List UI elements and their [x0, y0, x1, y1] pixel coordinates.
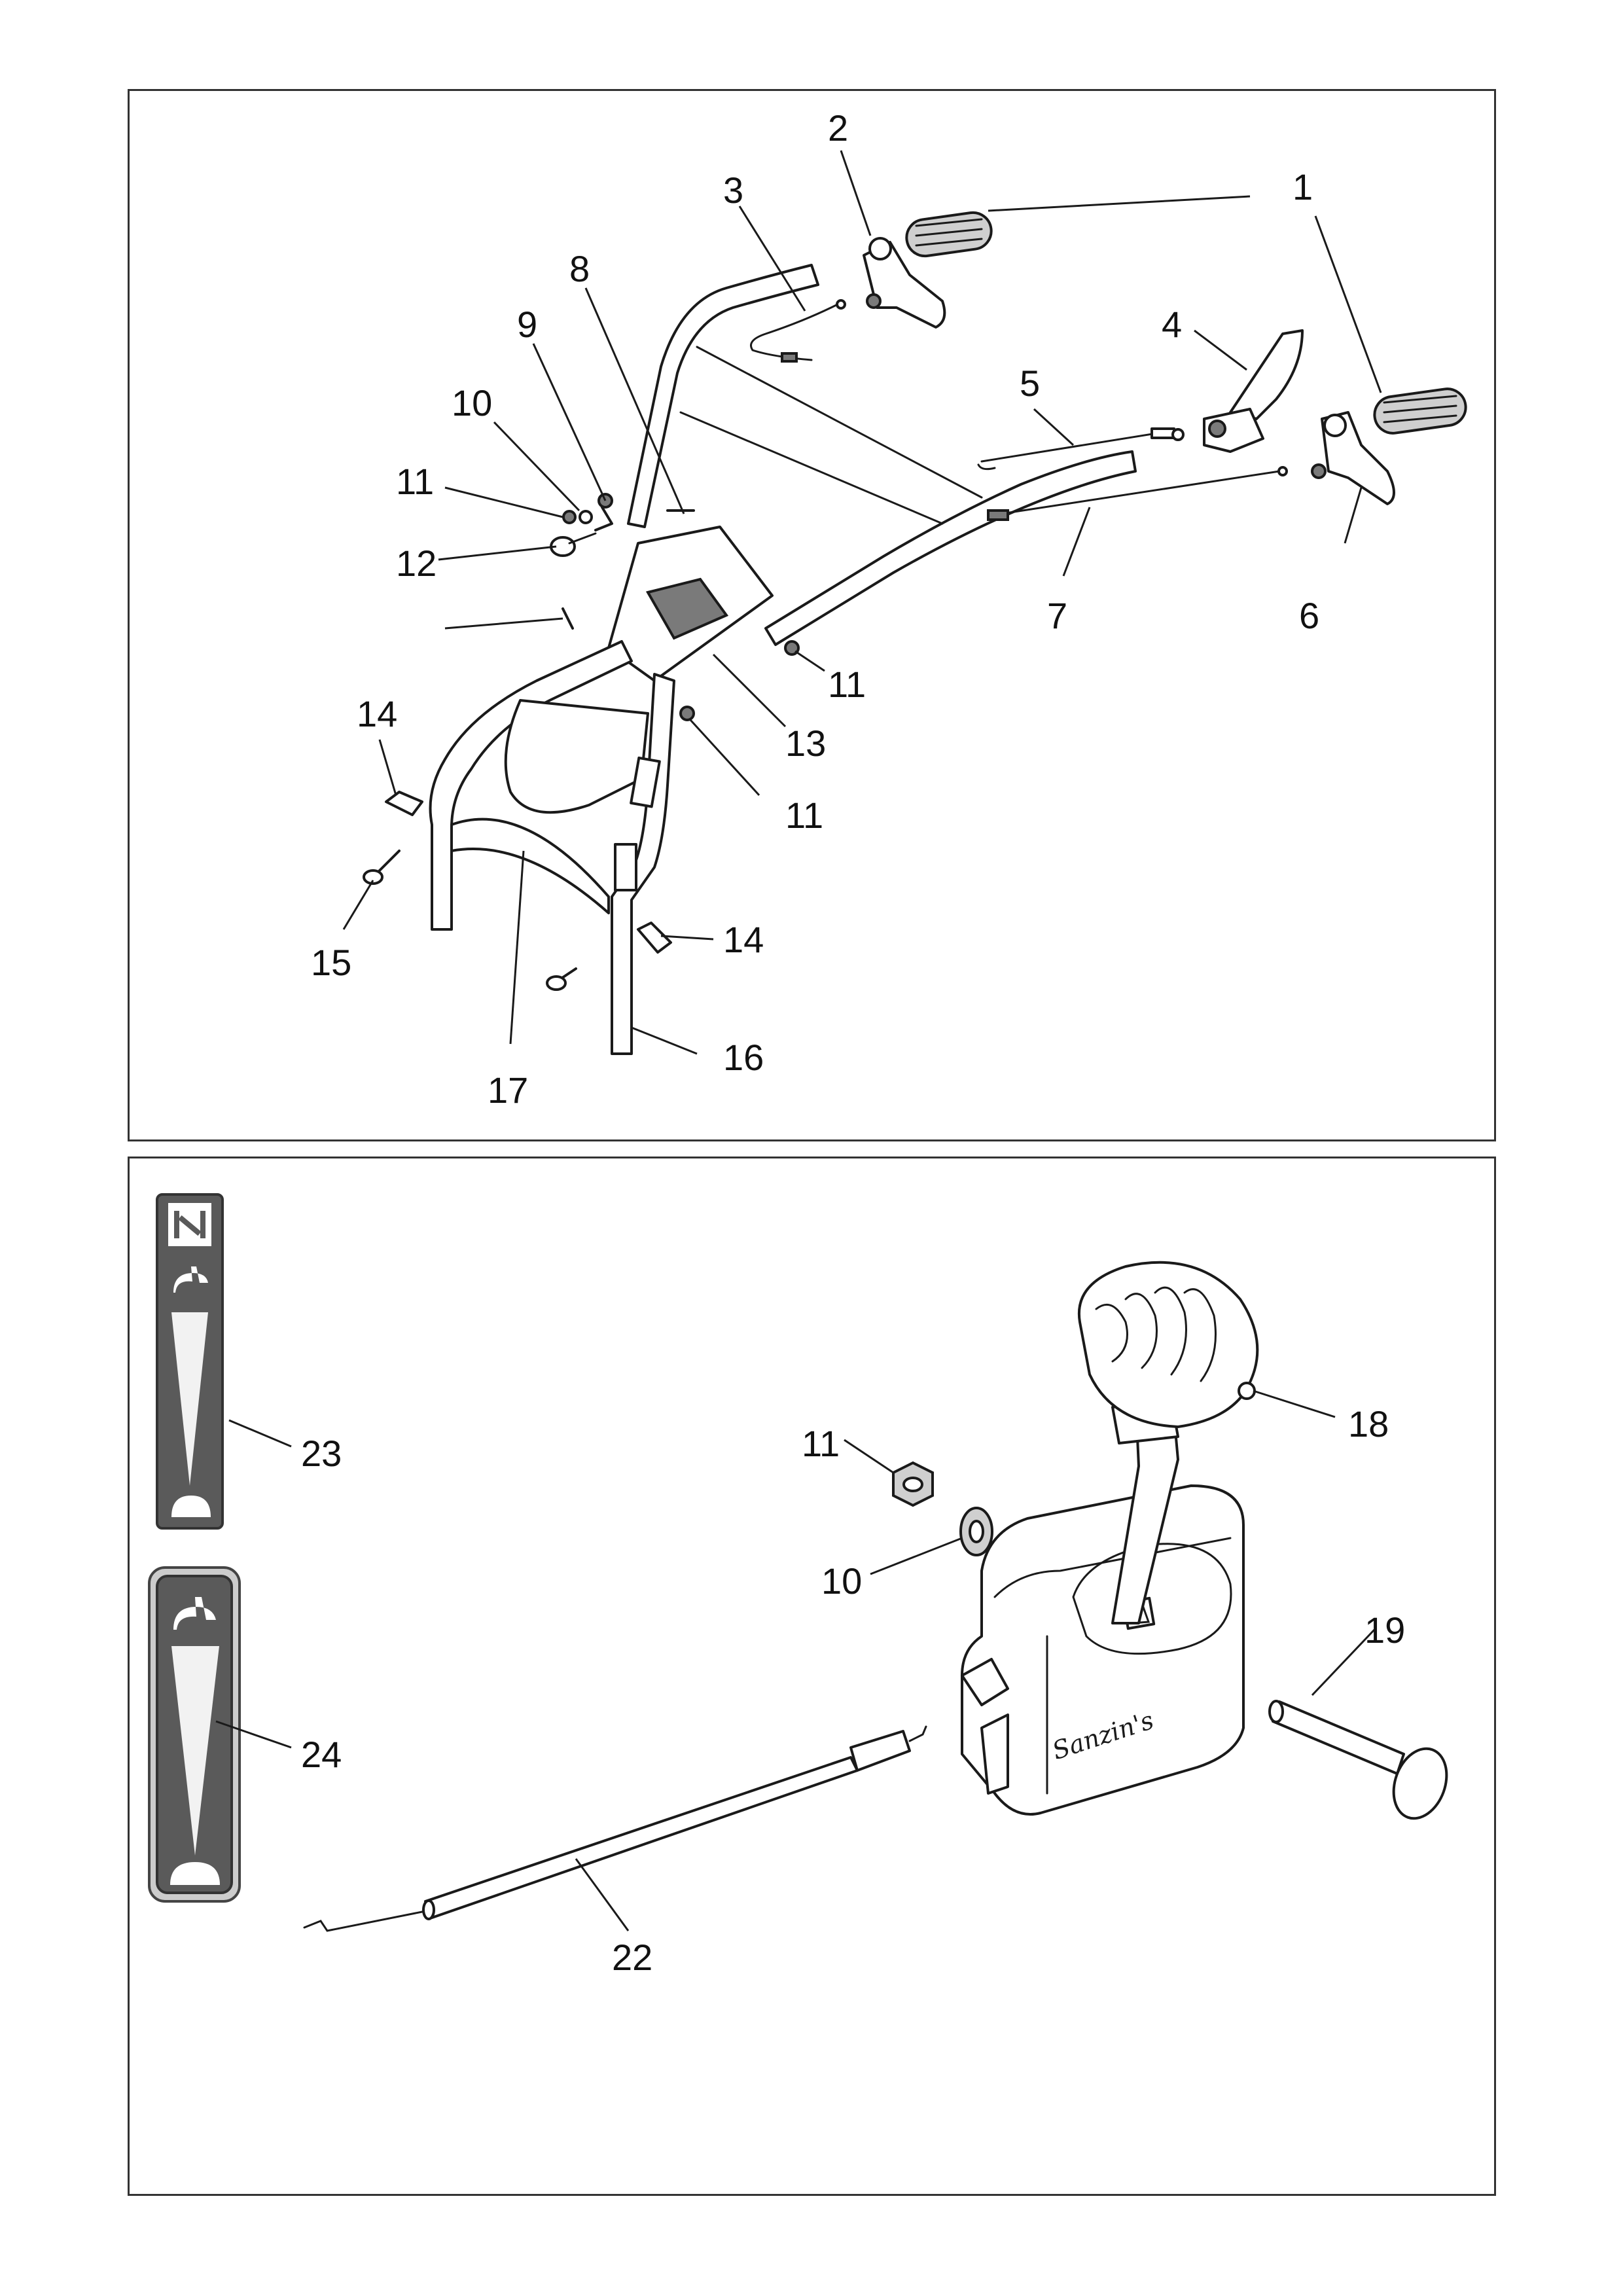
- handlebar-frame: [429, 264, 1137, 1055]
- fasteners: [363, 493, 800, 991]
- callout-14a: 14: [357, 693, 397, 734]
- cable-22: [303, 1725, 927, 1932]
- callout-19: 19: [1364, 1609, 1405, 1651]
- cable-7: [987, 466, 1288, 521]
- callout-22: 22: [612, 1937, 652, 1978]
- brake-lever-6: [1311, 411, 1395, 505]
- nut-11: [892, 1461, 934, 1507]
- bottom-panel: [128, 1157, 1496, 2196]
- callout-12: 12: [396, 543, 437, 584]
- callout-24: 24: [301, 1734, 342, 1775]
- callout-8: 8: [569, 248, 590, 289]
- callout-16: 16: [723, 1037, 764, 1078]
- turtle-icon: [171, 1496, 211, 1517]
- cable-5: [977, 427, 1185, 471]
- callout-5: 5: [1020, 363, 1040, 404]
- callout-6: 6: [1299, 595, 1319, 636]
- callout-11a: 11: [396, 461, 434, 502]
- callout-3: 3: [723, 170, 743, 211]
- callout-18: 18: [1348, 1403, 1389, 1444]
- callout-17: 17: [488, 1069, 528, 1111]
- neutral-n-icon: [174, 1211, 205, 1238]
- gear-shift-housing: Sanzin's: [961, 1484, 1245, 1816]
- bottom-callouts: 18 11 10 19 22 23 24: [215, 1390, 1405, 1978]
- shift-knob-18: [1077, 1261, 1259, 1428]
- rabbit-icon: [173, 1266, 208, 1293]
- pin-19: [1268, 1700, 1448, 1820]
- callout-11d: 11: [802, 1423, 840, 1464]
- washer-10: [959, 1507, 993, 1556]
- cable-3: [750, 299, 846, 363]
- callout-13: 13: [785, 723, 826, 764]
- callout-14b: 14: [723, 919, 764, 960]
- callout-10: 10: [452, 382, 492, 423]
- callout-11c: 11: [785, 795, 823, 836]
- callout-2: 2: [828, 107, 848, 149]
- callout-11b: 11: [828, 664, 866, 705]
- callout-23: 23: [301, 1433, 342, 1474]
- handle-grip-left: [905, 211, 993, 258]
- speed-decal-24: [148, 1566, 241, 1903]
- callout-10b: 10: [821, 1560, 862, 1602]
- speed-decal-23: [156, 1193, 224, 1530]
- callout-4: 4: [1162, 304, 1182, 345]
- gear-lever-4: [1203, 329, 1304, 453]
- callout-7: 7: [1047, 595, 1067, 636]
- callout-1a: 1: [1293, 166, 1313, 207]
- handle-grip-right: [1373, 387, 1467, 435]
- callout-9: 9: [517, 304, 537, 345]
- top-callouts: 1 1 2 3 4 5 6 7 8 9 10 11 11 11 12 13 14…: [311, 107, 1382, 1111]
- callout-15: 15: [311, 942, 351, 983]
- clutch-lever-2: [863, 237, 946, 329]
